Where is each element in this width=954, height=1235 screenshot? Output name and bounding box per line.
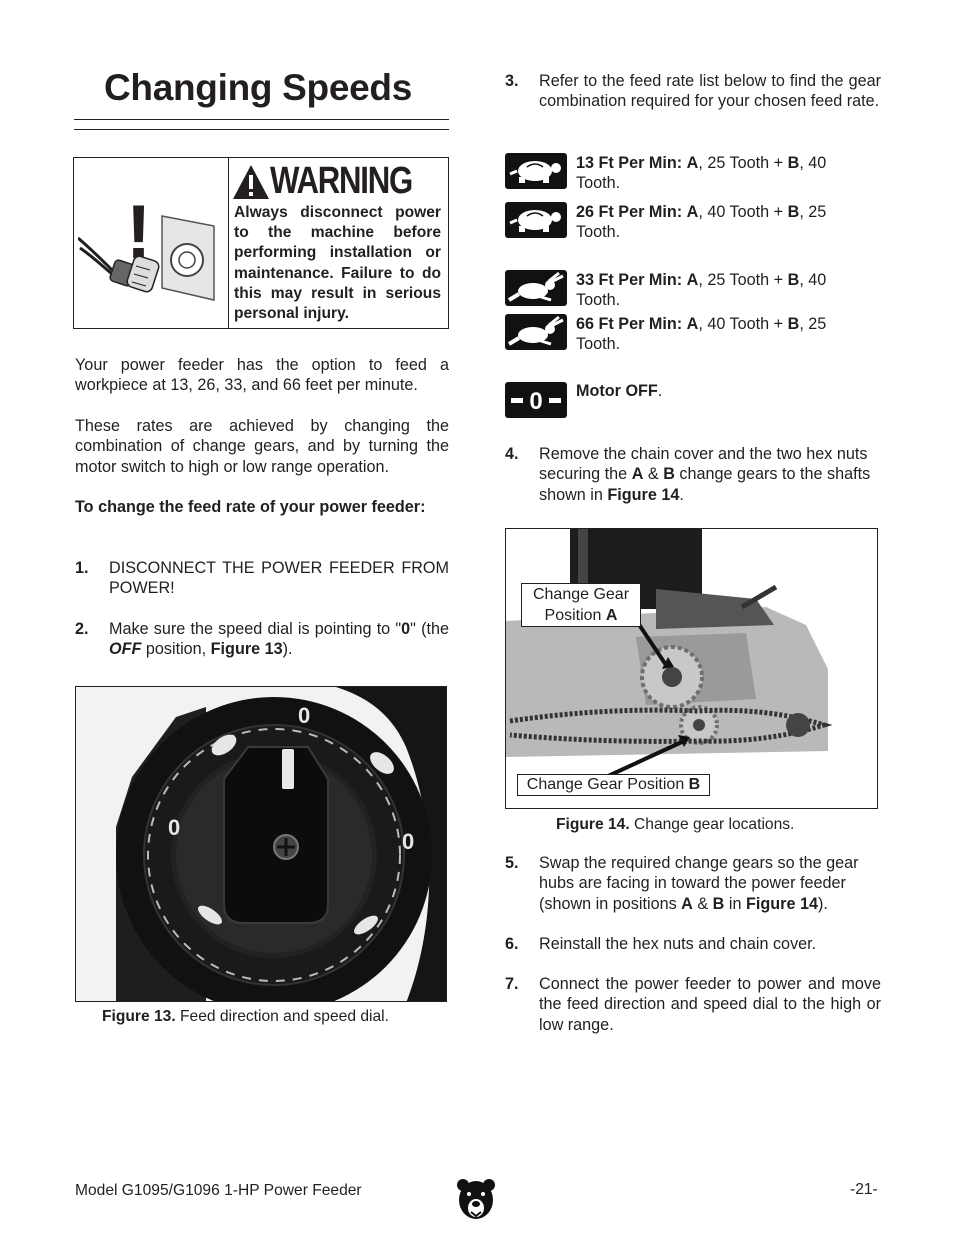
step-text: DISCONNECT THE POWER FEEDER FROM POWER! — [109, 559, 449, 598]
title-rule-top — [74, 119, 449, 120]
step-1: 1. DISCONNECT THE POWER FEEDER FROM POWE… — [75, 558, 449, 599]
intro-paragraph-1: Your power feeder has the option to feed… — [75, 356, 449, 395]
dial-zero-top: 0 — [298, 703, 310, 728]
step-7: 7. Connect the power feeder to power and… — [505, 974, 881, 1035]
step-number: 1. — [75, 559, 89, 577]
figure-13-image: 0 0 0 — [75, 686, 447, 1002]
step-number: 3. — [505, 72, 519, 90]
intro-paragraph-2: These rates are achieved by changing the… — [75, 417, 449, 476]
step-5: 5. Swap the required change gears so the… — [505, 853, 881, 914]
rabbit-icon — [505, 314, 567, 350]
step-2: 2. Make sure the speed dial is pointing … — [75, 619, 449, 660]
page-number: -21- — [850, 1181, 878, 1198]
callout-gear-b: Change Gear Position B — [517, 774, 710, 796]
bear-logo-icon — [457, 1179, 495, 1219]
turtle-icon — [505, 153, 567, 189]
warning-triangle-icon — [233, 165, 269, 199]
figure-14-caption: Figure 14. Change gear locations. — [556, 816, 795, 833]
speed-dial-photo: 0 0 0 — [76, 687, 446, 1001]
speed-26-text: 26 Ft Per Min: A, 40 Tooth + B, 25 Tooth… — [576, 203, 827, 242]
callout-gear-a: Change Gear Position A — [521, 583, 641, 627]
footer-model: Model G1095/G1096 1-HP Power Feeder — [75, 1182, 362, 1199]
step-number: 5. — [505, 854, 519, 872]
step-3: 3. Refer to the feed rate list below to … — [505, 71, 881, 112]
step-number: 7. — [505, 975, 519, 993]
step-number: 4. — [505, 445, 519, 463]
disconnect-plug-icon: ! — [78, 190, 215, 301]
warning-box: ! WARNING Always disconnect power to the… — [73, 157, 449, 329]
warning-text: Always disconnect power to the machine b… — [234, 204, 441, 323]
step-text: Reinstall the hex nuts and chain cover. — [539, 935, 817, 953]
rabbit-icon — [505, 270, 567, 306]
step-text: Make sure the speed dial is pointing to … — [109, 620, 449, 659]
step-number: 2. — [75, 620, 89, 638]
title-rule-bottom — [74, 129, 449, 130]
svg-text:0: 0 — [529, 388, 542, 415]
zero-icon: 0 — [505, 382, 567, 418]
change-gear-photo — [506, 529, 877, 808]
page-title: Changing Speeds — [104, 67, 412, 108]
procedure-heading: To change the feed rate of your power fe… — [75, 498, 426, 516]
step-text: Connect the power feeder to power and mo… — [539, 975, 881, 1034]
step-text: Refer to the feed rate list below to fin… — [539, 72, 881, 111]
step-number: 6. — [505, 935, 519, 953]
warning-divider — [228, 158, 229, 328]
warning-heading: WARNING — [232, 160, 444, 202]
motor-off-text: Motor OFF. — [576, 382, 663, 400]
speed-66-text: 66 Ft Per Min: A, 40 Tooth + B, 25 Tooth… — [576, 315, 827, 354]
step-6: 6. Reinstall the hex nuts and chain cove… — [505, 934, 881, 954]
speed-13-text: 13 Ft Per Min: A, 25 Tooth + B, 40 Tooth… — [576, 154, 827, 193]
warning-label: WARNING — [270, 160, 413, 202]
step-text: Swap the required change gears so the ge… — [539, 854, 859, 913]
dial-zero-left: 0 — [168, 815, 180, 840]
figure-13-caption: Figure 13. Feed direction and speed dial… — [102, 1008, 389, 1025]
step-4: 4. Remove the chain cover and the two he… — [505, 444, 881, 505]
turtle-icon — [505, 202, 567, 238]
dial-zero-right: 0 — [402, 829, 414, 854]
step-text: Remove the chain cover and the two hex n… — [539, 445, 871, 504]
figure-14-image: Change Gear Position A Change Gear Posit… — [505, 528, 878, 809]
speed-33-text: 33 Ft Per Min: A, 25 Tooth + B, 40 Tooth… — [576, 271, 827, 310]
